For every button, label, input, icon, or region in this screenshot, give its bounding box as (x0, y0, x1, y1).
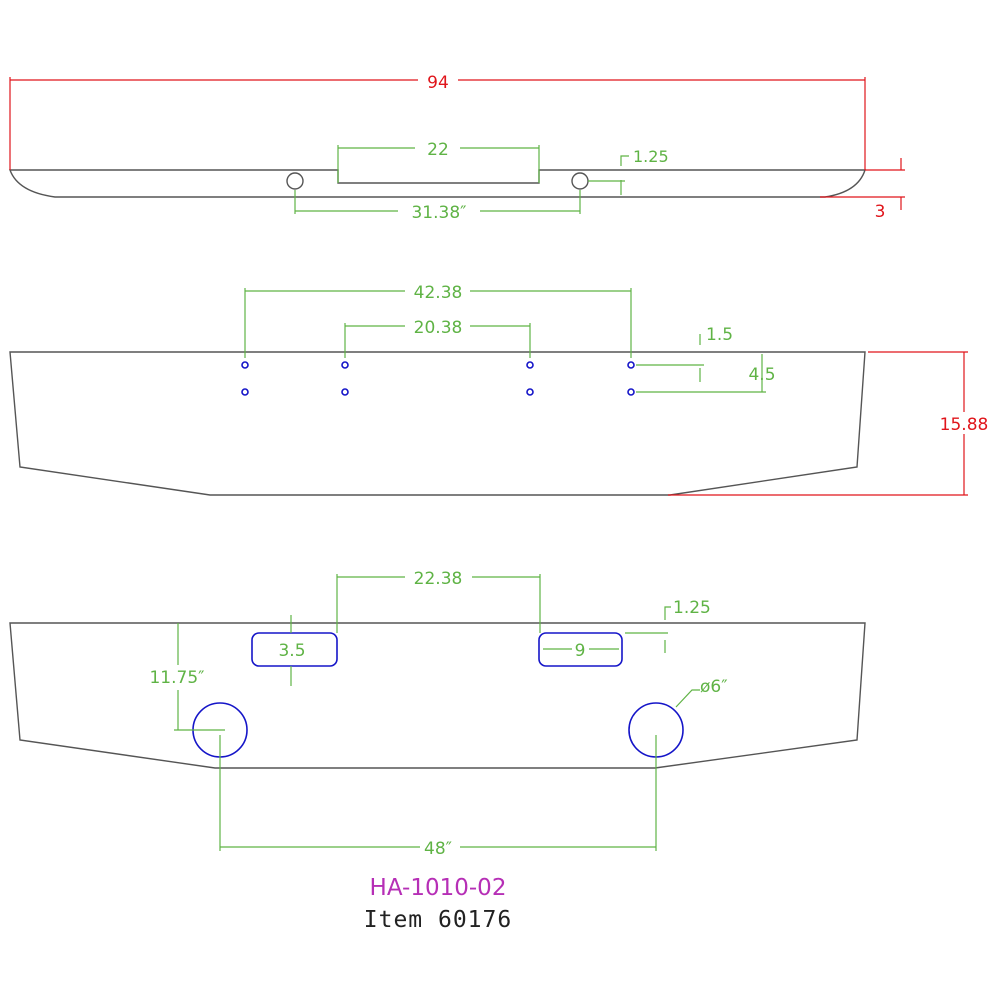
slot-height-label: 3.5 (278, 641, 305, 661)
front-hole (341, 388, 349, 396)
top-height-label: 3 (875, 202, 886, 222)
hole-diameter-label: ø6″ (700, 677, 728, 697)
front-view-holes (241, 361, 635, 396)
front-hole (627, 388, 635, 396)
front-hole (241, 388, 249, 396)
slot-width-label: 22 (427, 140, 449, 160)
bottom-view: 22.38 1.25 3.5 9 11.75″ (9, 569, 866, 859)
dim-front-height: 15.88 (668, 351, 989, 496)
dim-slot-height: 3.5 (278, 615, 306, 686)
dim-slot-width: 22 (337, 140, 540, 183)
top-view-hole-left (286, 172, 304, 190)
front-hole (341, 361, 349, 369)
dim-hole-top-offset: 1.5 (636, 325, 733, 382)
dim-hole-depth: 11.75″ (149, 623, 225, 731)
front-hole (241, 361, 249, 369)
dim-inner-hole-spacing: 20.38 (344, 318, 531, 358)
dim-hole-diameter: ø6″ (675, 677, 728, 708)
dim-slot-spacing: 22.38 (336, 569, 541, 633)
front-hole (526, 388, 534, 396)
top-hole-spacing-label: 31.38″ (411, 203, 466, 223)
hole-row-spacing-label: 4.5 (748, 365, 775, 385)
inner-hole-spacing-label: 20.38 (414, 318, 463, 338)
outer-hole-spacing-label: 42.38 (414, 283, 463, 303)
front-hole (526, 361, 534, 369)
front-view: 42.38 20.38 1.5 4.5 1 (9, 283, 989, 496)
dim-top-hole-spacing: 31.38″ (294, 190, 581, 223)
front-height-label: 15.88 (940, 415, 989, 435)
hole-top-offset-label: 1.5 (706, 325, 733, 345)
title-block: HA-1010-02 Item 60176 (364, 875, 512, 933)
hole-depth-label: 11.75″ (149, 668, 204, 688)
dim-top-height: 3 (820, 158, 905, 222)
top-view-outline (8, 169, 866, 198)
bottom-hole-spacing-label: 48″ (424, 839, 452, 859)
slot-offset-label: 1.25 (673, 598, 711, 618)
top-view: 94 22 31.38″ 1.25 (8, 73, 905, 223)
bottom-slot-left (251, 632, 338, 667)
slot-length-label: 9 (575, 641, 586, 661)
overall-width-label: 94 (427, 73, 449, 93)
dim-bottom-hole-spacing: 48″ (219, 735, 657, 859)
dim-top-hole-offset: 1.25 (588, 147, 669, 195)
dim-overall-width: 94 (9, 73, 866, 170)
bottom-view-outline (9, 622, 866, 769)
dim-slot-offset: 1.25 (625, 598, 711, 653)
top-view-hole-right (571, 172, 589, 190)
dim-hole-row-spacing: 4.5 (636, 354, 776, 393)
item-label: Item 60176 (364, 907, 512, 933)
slot-spacing-label: 22.38 (414, 569, 463, 589)
bottom-slot-right (538, 632, 623, 667)
front-view-outline (9, 351, 866, 496)
dim-outer-hole-spacing: 42.38 (244, 283, 632, 358)
part-number: HA-1010-02 (370, 875, 507, 901)
top-hole-offset-label: 1.25 (633, 147, 669, 166)
front-hole (627, 361, 635, 369)
dim-slot-length: 9 (543, 641, 619, 661)
